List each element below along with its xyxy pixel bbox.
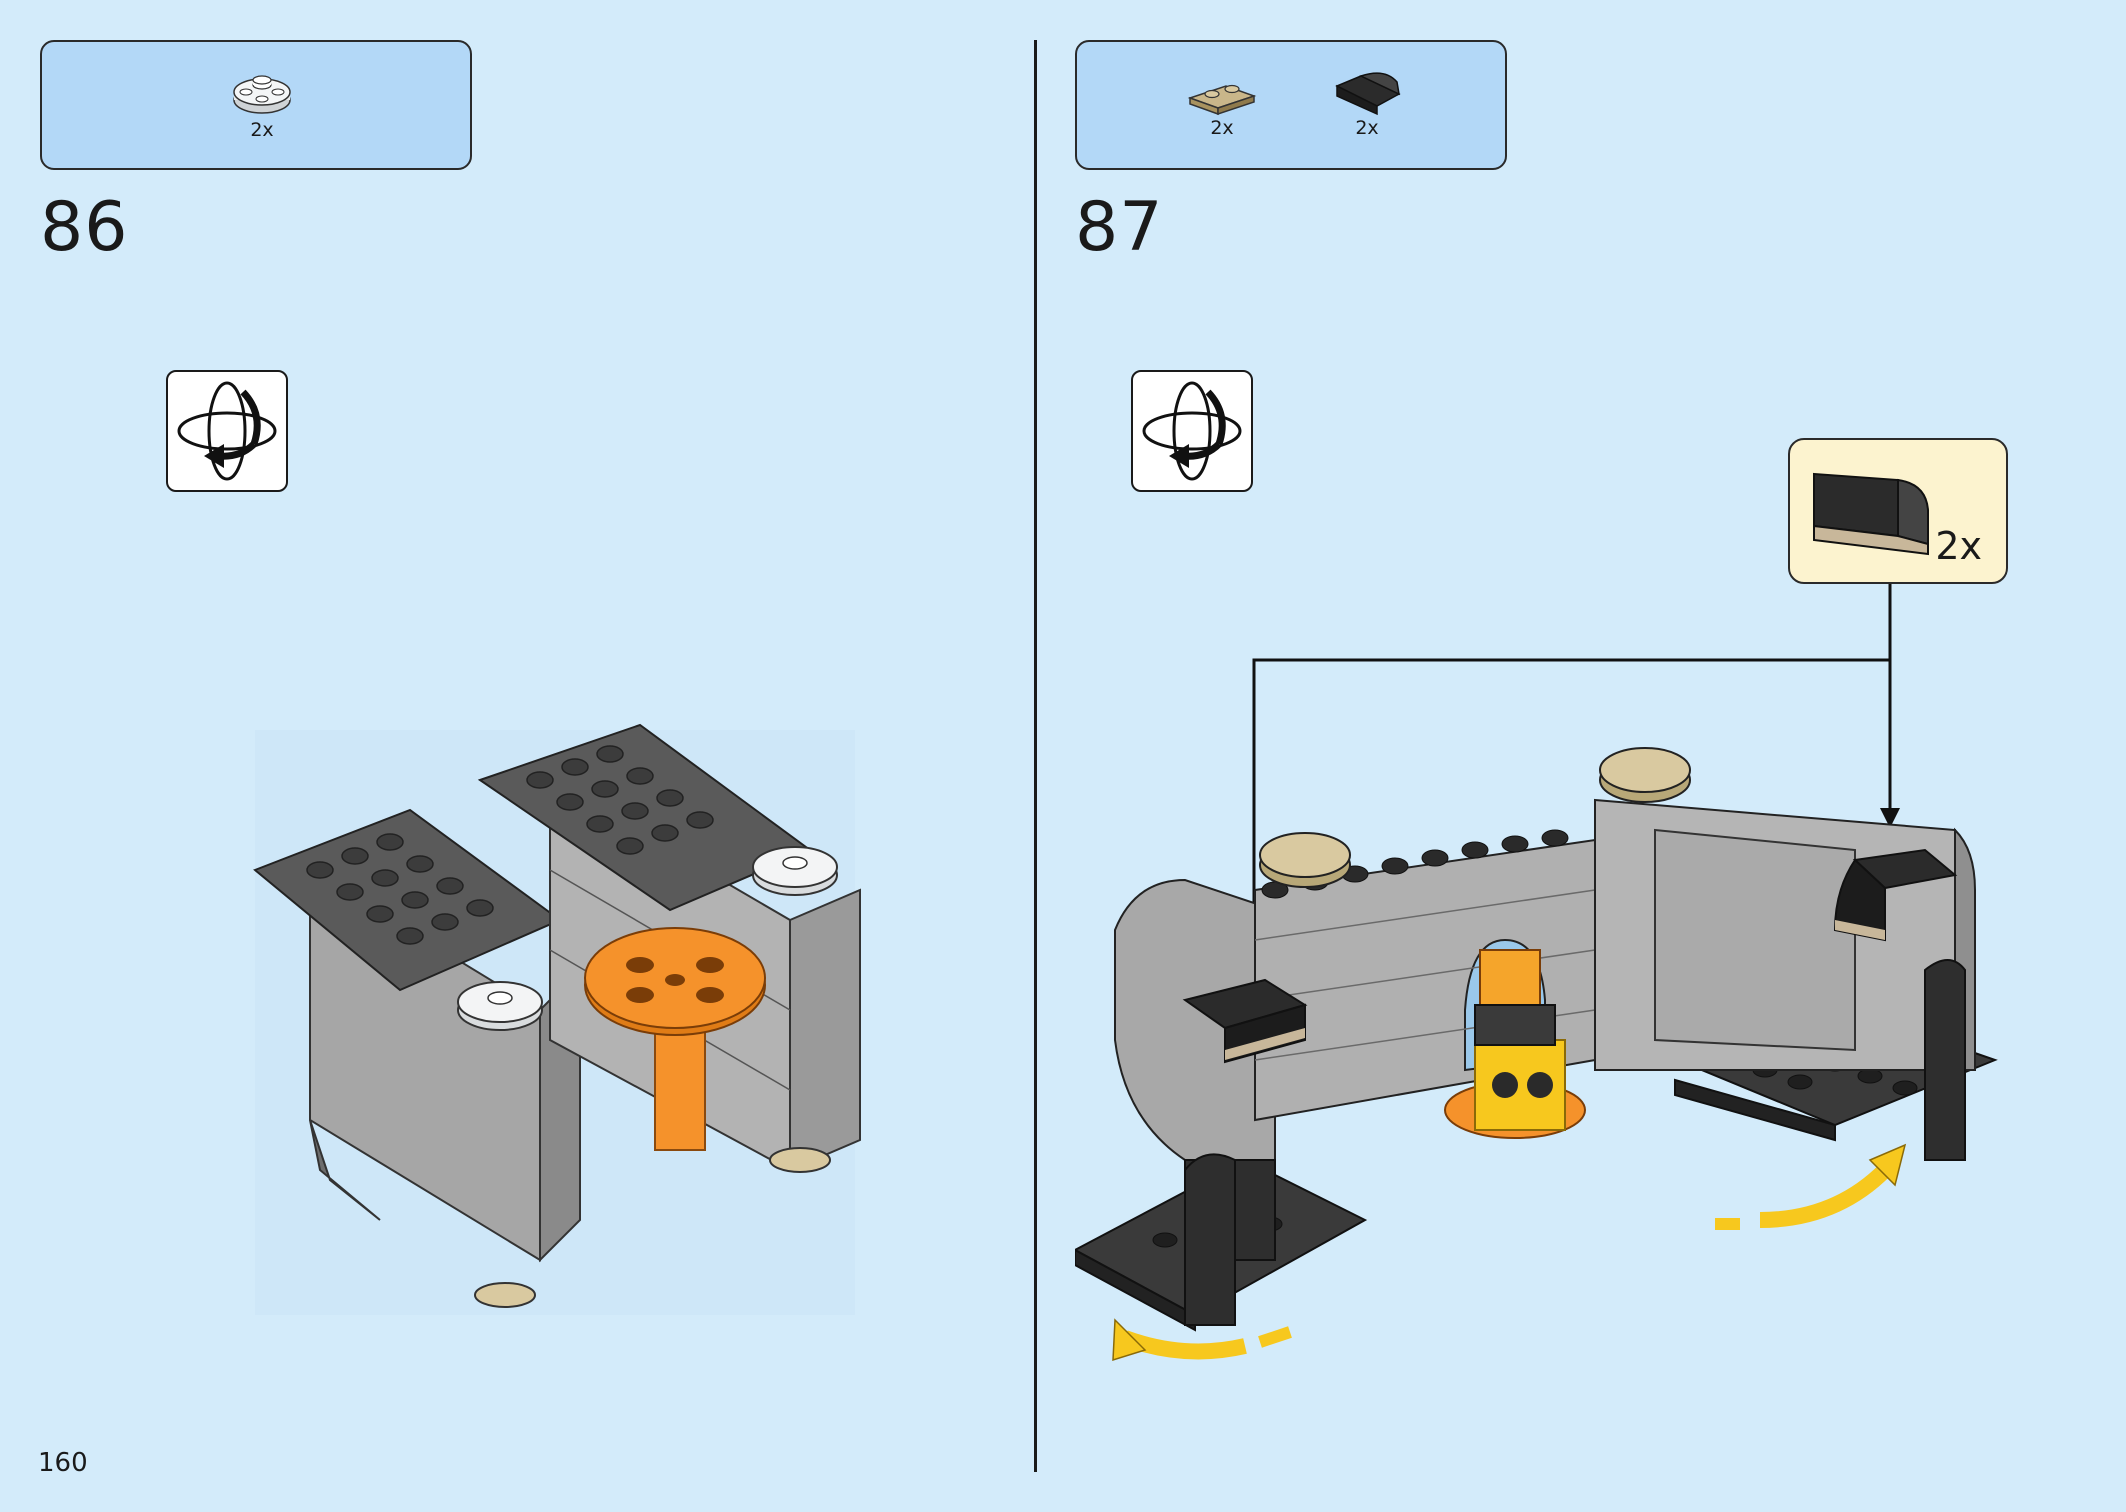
tan-round-tile-right bbox=[1599, 747, 1691, 803]
black-curved-slope-icon bbox=[1335, 72, 1401, 116]
black-curved-slope-right bbox=[1833, 848, 1958, 942]
rotation-arrow-right bbox=[1759, 1164, 1891, 1228]
tan-plate-1x2-icon bbox=[1187, 84, 1257, 116]
part-quantity: 2x bbox=[250, 119, 274, 141]
parts-list-step-87: 2x 2x bbox=[1075, 40, 1507, 170]
step-number: 87 bbox=[1075, 188, 1164, 267]
part-black-curved-slope: 2x bbox=[1322, 64, 1412, 138]
part-quantity: 2x bbox=[1210, 117, 1234, 139]
model-assembly-step-86 bbox=[253, 723, 861, 1315]
step-number: 86 bbox=[40, 188, 129, 267]
rotate-model-icon bbox=[1131, 370, 1253, 492]
white-round-plate-left bbox=[457, 981, 543, 1031]
rotate-model-icon bbox=[166, 370, 288, 492]
part-tan-plate: 2x bbox=[1177, 76, 1267, 138]
black-curved-slope-icon bbox=[1813, 472, 1929, 556]
callout-quantity: 2x bbox=[1935, 524, 1982, 568]
white-round-plate-right bbox=[752, 846, 838, 896]
parts-list-step-86: 2x bbox=[40, 40, 472, 170]
page-divider bbox=[1034, 40, 1037, 1472]
model-assembly-step-87 bbox=[1075, 747, 1998, 1362]
part-quantity: 2x bbox=[1355, 117, 1379, 139]
tan-round-tile-left bbox=[1259, 832, 1351, 888]
part-white-round-plate: 2x bbox=[222, 70, 302, 140]
white-round-plate-icon bbox=[233, 75, 291, 114]
callout-box: 2x bbox=[1788, 438, 2008, 584]
black-curved-slope-left bbox=[1182, 978, 1308, 1064]
page-number: 160 bbox=[38, 1448, 88, 1478]
